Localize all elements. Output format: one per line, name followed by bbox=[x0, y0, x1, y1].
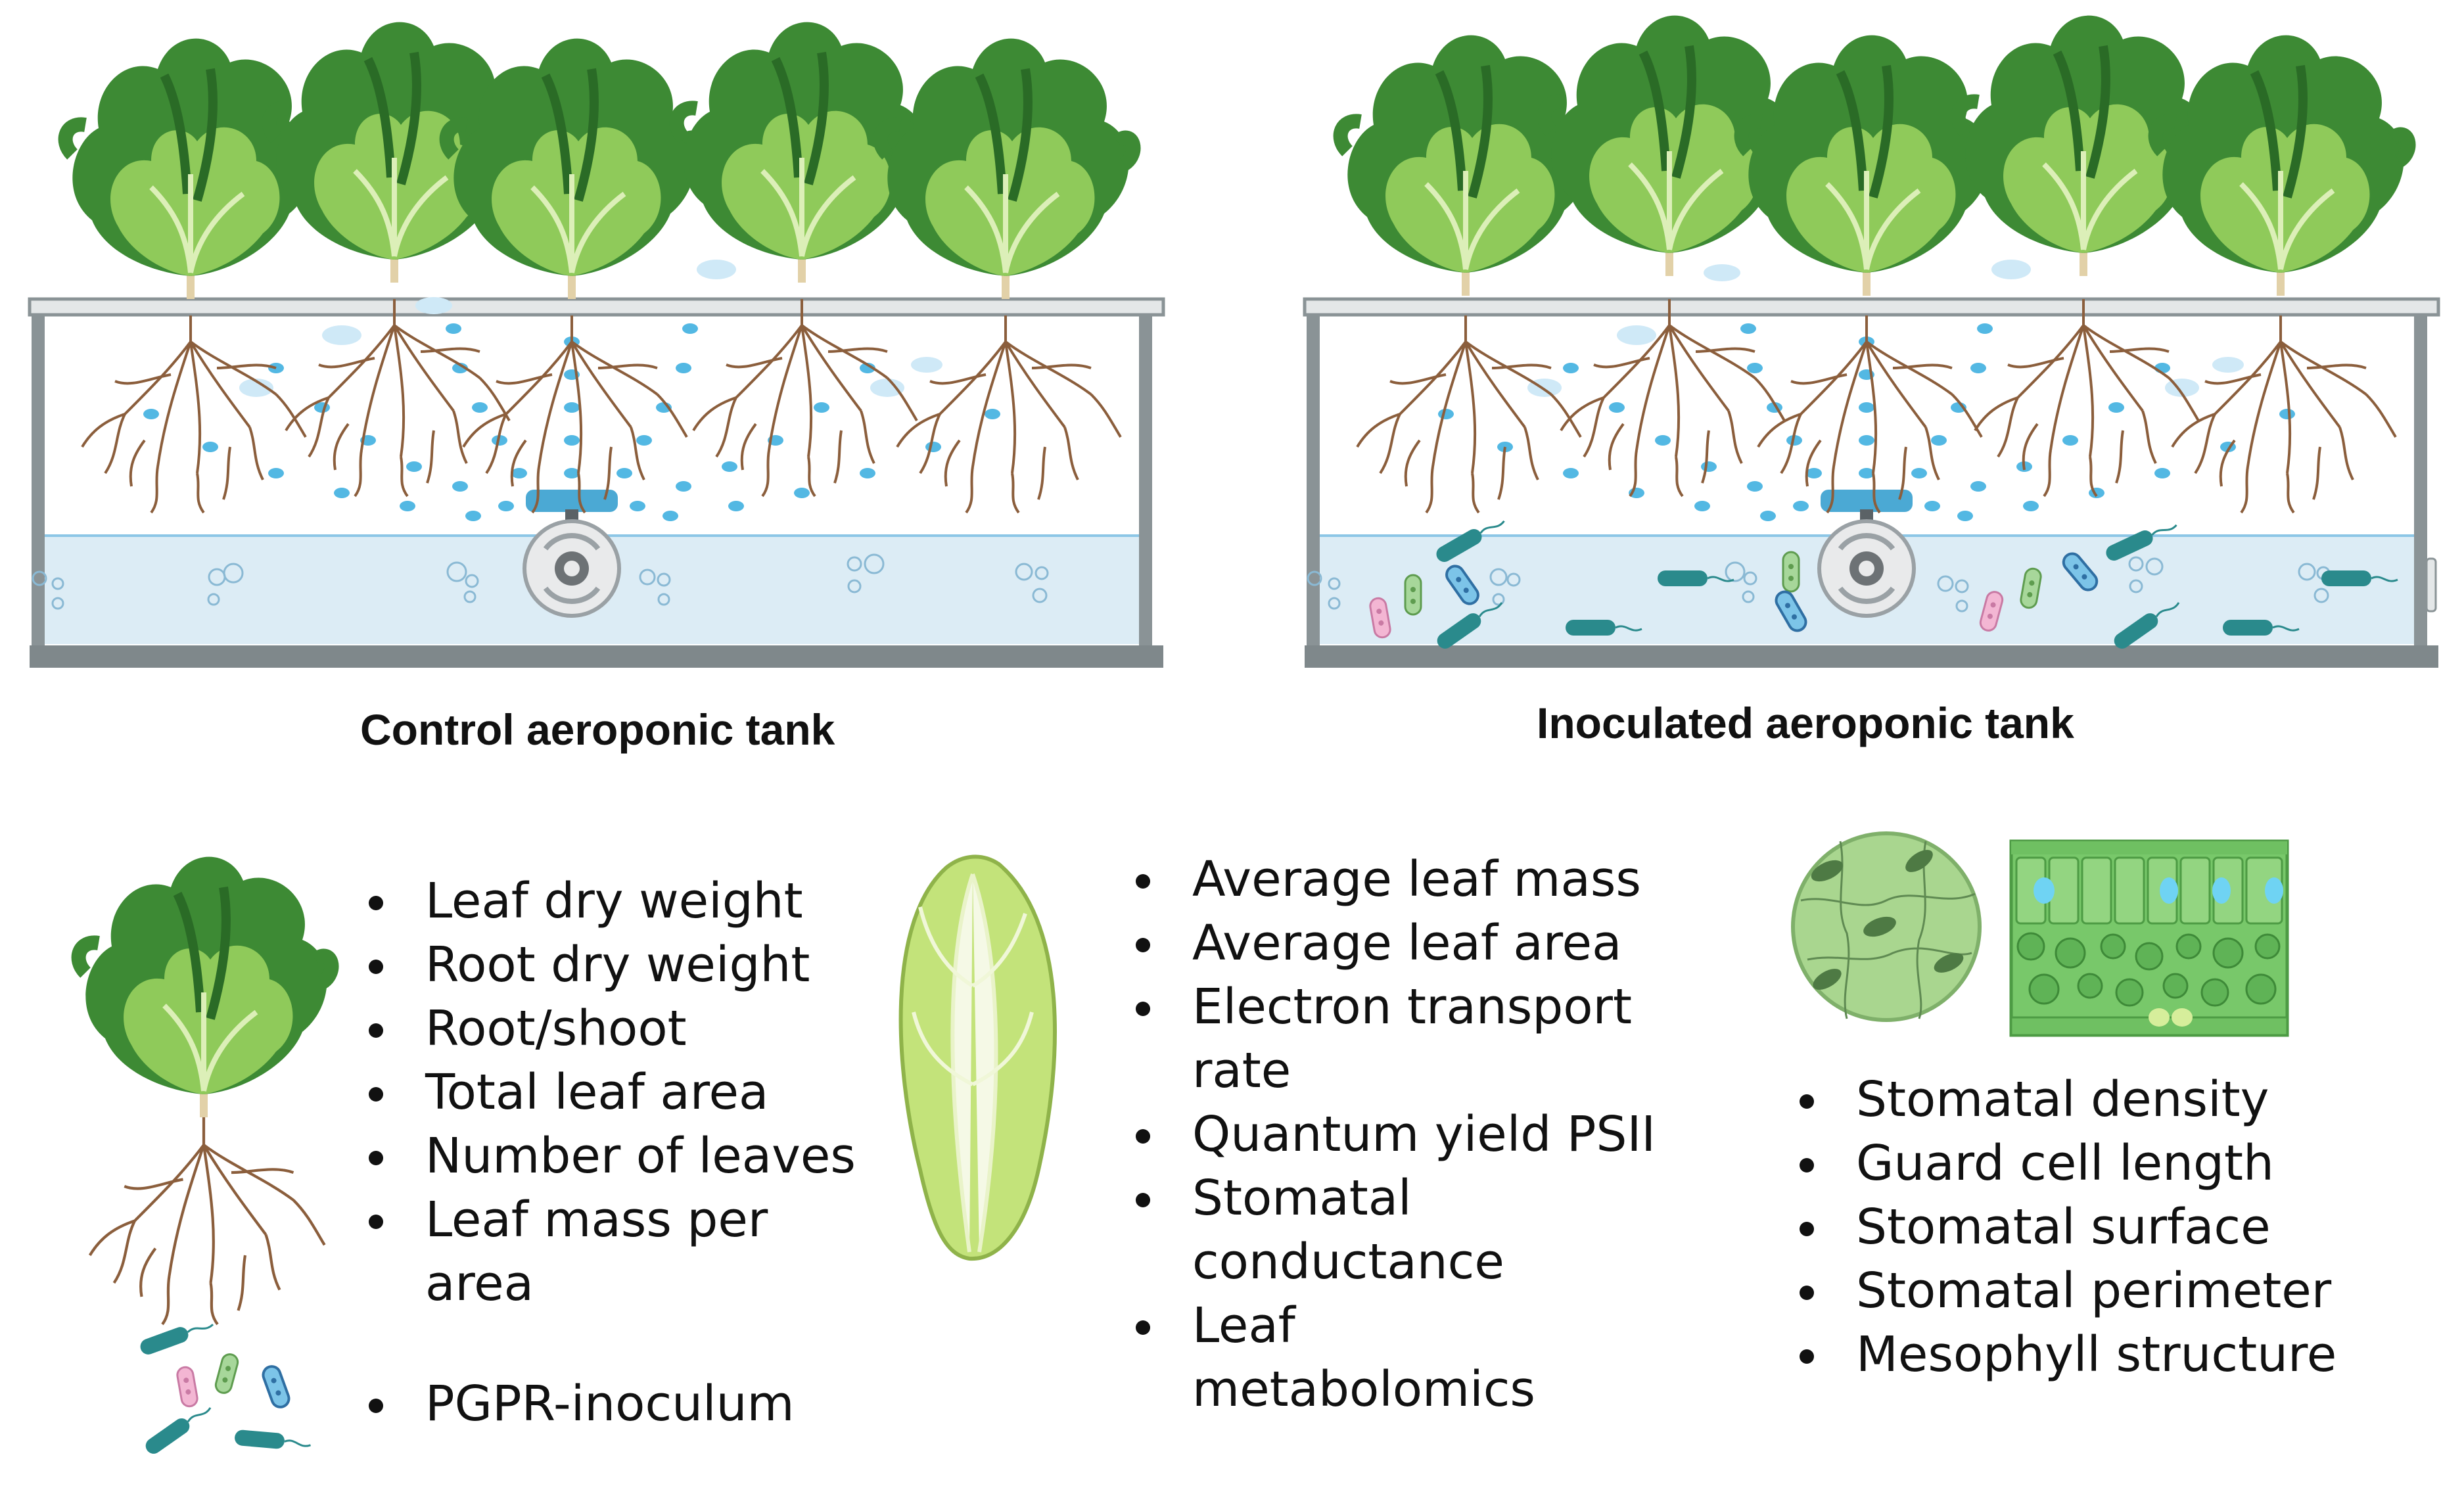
mist-clouds bbox=[239, 260, 942, 397]
inoculum-list: PGPR-inoculum bbox=[365, 1372, 795, 1436]
tank-right-wall bbox=[2414, 314, 2427, 649]
list-item: Stomatal surface bbox=[1796, 1196, 2336, 1259]
control-tank-label: Control aeroponic tank bbox=[360, 705, 835, 754]
list-item: Stomatal density bbox=[1796, 1068, 2336, 1132]
endive-leaf-icon bbox=[898, 854, 1057, 1261]
root-system-icon bbox=[1356, 298, 2397, 514]
list-item: Mesophyll structure bbox=[1796, 1323, 2336, 1387]
tank-lid bbox=[1303, 297, 2440, 317]
tank-right-wall bbox=[1139, 314, 1152, 649]
control-tank bbox=[28, 22, 1165, 668]
list-item: Guard cell length bbox=[1796, 1132, 2336, 1196]
list-item: Leaf dry weight bbox=[365, 870, 856, 933]
plant-metrics-list: Leaf dry weight Root dry weight Root/sho… bbox=[365, 870, 856, 1316]
bacteria-icon bbox=[137, 1314, 313, 1458]
list-item: Leaf metabolomics bbox=[1132, 1294, 1587, 1422]
list-item: Stomatal perimeter bbox=[1796, 1259, 2336, 1323]
tank-left-wall bbox=[1307, 314, 1320, 649]
list-item: Leaf mass per area bbox=[365, 1188, 793, 1316]
tank-left-wall bbox=[32, 314, 45, 649]
list-item: PGPR-inoculum bbox=[365, 1372, 795, 1436]
tank-base bbox=[30, 645, 1163, 668]
list-item: Total leaf area bbox=[365, 1061, 856, 1125]
tank-base bbox=[1305, 645, 2438, 668]
list-item: Electron transport rate bbox=[1132, 975, 1731, 1103]
stomata-metrics-list: Stomatal density Guard cell length Stoma… bbox=[1796, 1068, 2336, 1387]
leaf-cross-section-icon bbox=[2009, 839, 2289, 1037]
water-bubbles bbox=[32, 553, 1049, 610]
lettuce-plant-icon bbox=[1341, 16, 2409, 296]
list-item: Number of leaves bbox=[365, 1125, 856, 1188]
inoculated-tank bbox=[1303, 16, 2440, 668]
lettuce-plant-icon bbox=[79, 857, 332, 1324]
mist-clouds bbox=[1527, 260, 2244, 397]
lettuce-plant-icon bbox=[66, 22, 1134, 299]
list-item: Average leaf area bbox=[1132, 912, 1731, 975]
list-item: Stomatal conductance bbox=[1132, 1167, 1587, 1294]
list-item: Average leaf mass bbox=[1132, 848, 1731, 912]
pump-icon bbox=[524, 490, 619, 616]
list-item: Root/shoot bbox=[365, 997, 856, 1061]
list-item: Quantum yield PSII bbox=[1132, 1103, 1731, 1167]
leaf-epidermis-icon bbox=[1791, 831, 1982, 1022]
list-item: Root dry weight bbox=[365, 933, 856, 997]
inoculated-tank-label: Inoculated aeroponic tank bbox=[1537, 699, 2074, 747]
tank-lid bbox=[28, 297, 1165, 317]
water-bubbles bbox=[1307, 556, 2331, 613]
pump-icon bbox=[1819, 490, 1914, 616]
leaf-metrics-list: Average leaf mass Average leaf area Elec… bbox=[1132, 848, 1731, 1422]
root-system-icon bbox=[81, 298, 1122, 514]
